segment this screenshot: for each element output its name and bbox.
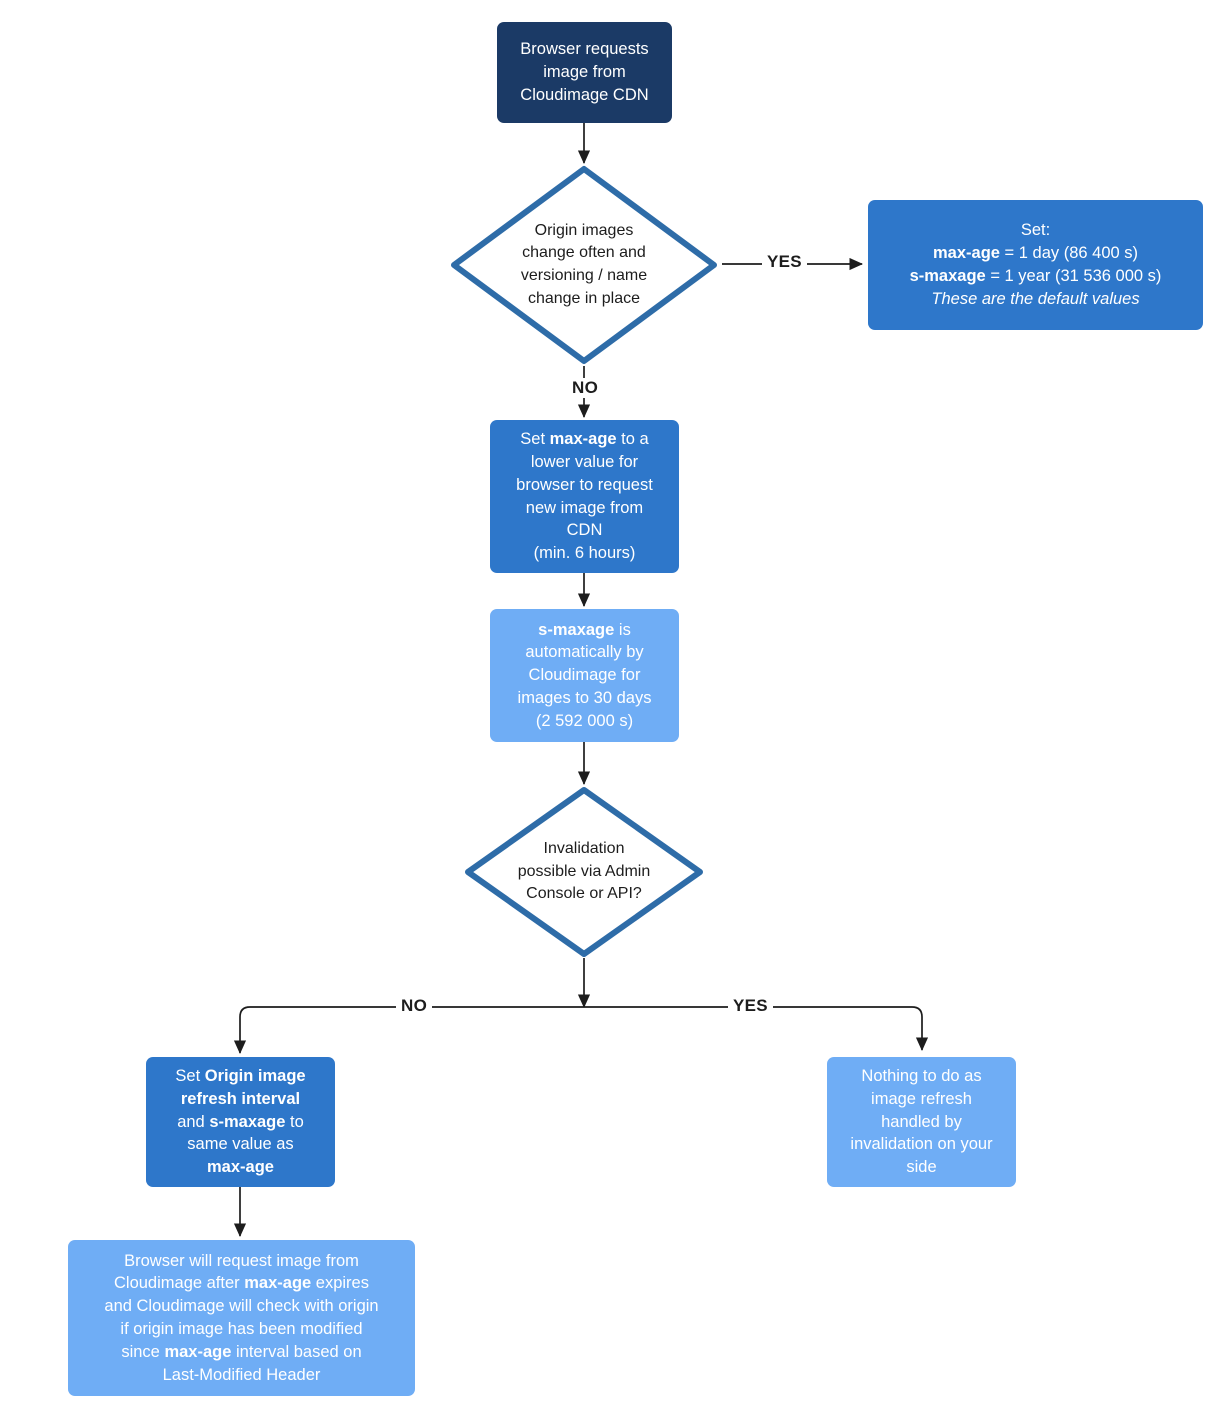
node-decision-invalidation[interactable]: Invalidation possible via Admin Console … bbox=[464, 786, 704, 958]
node-set-max-age-lower-text: Set max-age to a lower value for browser… bbox=[516, 430, 653, 563]
edge-label-invalidation-yes: YES bbox=[728, 996, 773, 1016]
node-s-maxage-auto-text: s-maxage is automatically by Cloudimage … bbox=[517, 620, 652, 730]
node-nothing-to-do-text: Nothing to do as image refresh handled b… bbox=[850, 1067, 993, 1177]
node-set-refresh-interval[interactable]: Set Origin image refresh interval and s-… bbox=[146, 1057, 335, 1187]
node-defaults-text: Set: max-age = 1 day (86 400 s) s-maxage… bbox=[909, 221, 1162, 308]
node-set-max-age-lower[interactable]: Set max-age to a lower value for browser… bbox=[490, 420, 679, 573]
edge-label-origin-no: NO bbox=[567, 378, 604, 398]
edge-label-origin-yes: YES bbox=[762, 252, 807, 272]
decision-diamond-shape bbox=[451, 166, 717, 364]
node-s-maxage-auto[interactable]: s-maxage is automatically by Cloudimage … bbox=[490, 609, 679, 742]
node-decision-invalidation-text: Invalidation possible via Admin Console … bbox=[517, 839, 651, 903]
node-start[interactable]: Browser requests image from Cloudimage C… bbox=[497, 22, 672, 123]
node-defaults[interactable]: Set: max-age = 1 day (86 400 s) s-maxage… bbox=[868, 200, 1203, 330]
node-nothing-to-do[interactable]: Nothing to do as image refresh handled b… bbox=[827, 1057, 1016, 1187]
node-decision-origin-changes[interactable]: Origin images change often and versionin… bbox=[450, 165, 718, 365]
node-browser-revalidate[interactable]: Browser will request image from Cloudima… bbox=[68, 1240, 415, 1396]
node-decision-origin-changes-text: Origin images change often and versionin… bbox=[520, 221, 648, 307]
node-start-text: Browser requests image from Cloudimage C… bbox=[520, 40, 649, 104]
node-browser-revalidate-text: Browser will request image from Cloudima… bbox=[104, 1251, 379, 1384]
decision-diamond-shape bbox=[465, 787, 703, 957]
node-set-refresh-interval-text: Set Origin image refresh interval and s-… bbox=[175, 1067, 306, 1177]
edge-label-invalidation-no: NO bbox=[396, 996, 433, 1016]
